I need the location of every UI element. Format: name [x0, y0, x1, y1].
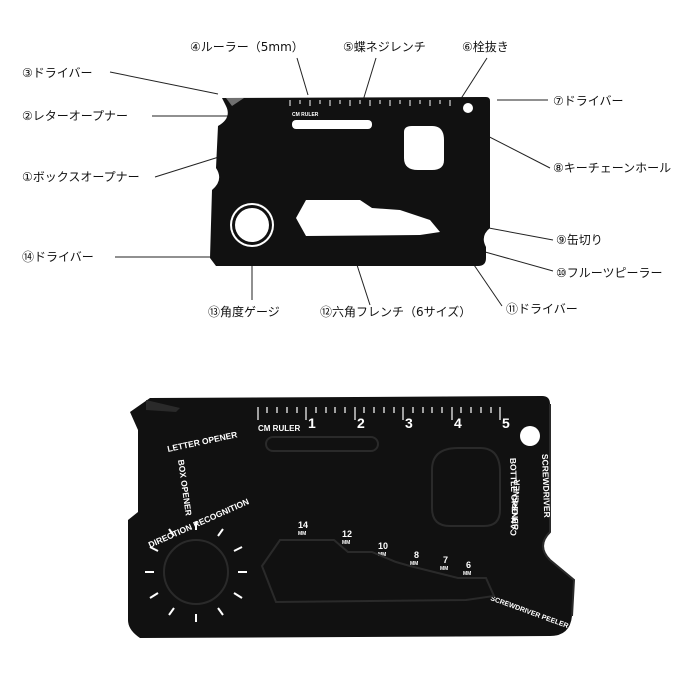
top-ruler-ticks	[289, 100, 451, 106]
callout-hex-wrench: ⑫六角フレンチ（6サイズ）	[320, 305, 472, 319]
hex-size-12: 12	[342, 529, 352, 539]
top-ruler-label: CM RULER	[292, 112, 319, 118]
top-keychain-hole	[463, 103, 473, 113]
hex-size-10: 10	[378, 541, 388, 551]
callout-ruler: ④ルーラー（5mm）	[190, 40, 304, 54]
callout-angle-gauge: ⑬角度ゲージ	[208, 305, 280, 319]
ruler-number-5: 5	[502, 415, 510, 431]
top-slot	[292, 120, 372, 129]
label-screwdriver: SCREWDRIVER	[540, 454, 552, 518]
bottom-letter-opener-edge	[146, 400, 180, 412]
callout-letter-opener: ②レターオープナー	[22, 109, 129, 123]
hex-unit-12: MM	[342, 540, 350, 546]
bottom-angle-gauge	[145, 522, 247, 622]
callout-box-opener: ①ボックスオープナー	[22, 170, 140, 184]
hex-size-7: 7	[443, 555, 448, 565]
bottom-hex-wrench	[260, 539, 496, 604]
ruler-number-1: 1	[308, 415, 316, 431]
bottom-bottle-opener	[431, 447, 501, 527]
callout-screwdriver-11: ⑪ドライバー	[506, 302, 578, 316]
bottom-keychain-hole	[520, 426, 540, 446]
hex-size-6: 6	[466, 560, 471, 570]
callout-keychain-hole: ⑧キーチェーンホール	[553, 161, 672, 175]
ruler-number-2: 2	[357, 415, 365, 431]
callout-wing-nut-wrench: ⑤蝶ネジレンチ	[343, 40, 426, 54]
bottom-slot	[265, 436, 379, 452]
label-can-opener: CAN OPENER	[508, 479, 522, 536]
callout-screwdriver-3: ③ドライバー	[22, 66, 93, 80]
callout-screwdriver-14: ⑭ドライバー	[22, 250, 94, 264]
callout-bottle-opener: ⑥栓抜き	[462, 40, 509, 54]
bottom-ruler-ticks	[257, 407, 501, 420]
hex-unit-14: MM	[298, 531, 306, 537]
hex-unit-6: MM	[463, 571, 471, 577]
top-bottle-opener	[404, 126, 444, 170]
callout-can-opener: ⑨缶切り	[556, 233, 603, 247]
hex-size-14: 14	[298, 520, 308, 530]
hex-unit-8: MM	[410, 561, 418, 567]
hex-size-labels: 14 MM 12 MM 10 MM 8 MM 7 MM 6 MM	[298, 520, 471, 577]
callout-fruit-peeler: ⑩フルーツピーラー	[556, 266, 663, 280]
bottom-card: CM RULER 1 2 3 4 5 LETTER OPENER BOX OPE…	[128, 396, 576, 638]
bottom-ruler-label: CM RULER	[258, 424, 300, 433]
hex-size-8: 8	[414, 550, 419, 560]
hex-unit-7: MM	[440, 566, 448, 572]
callout-screwdriver-7: ⑦ドライバー	[553, 94, 624, 108]
label-bottle-opener: BOTTLE OPENER	[508, 458, 521, 531]
hex-unit-10: MM	[378, 552, 386, 558]
ruler-number-4: 4	[454, 415, 462, 431]
ruler-number-3: 3	[405, 415, 413, 431]
top-hex-wrench	[296, 200, 440, 236]
top-card: CM RULER	[210, 97, 490, 266]
